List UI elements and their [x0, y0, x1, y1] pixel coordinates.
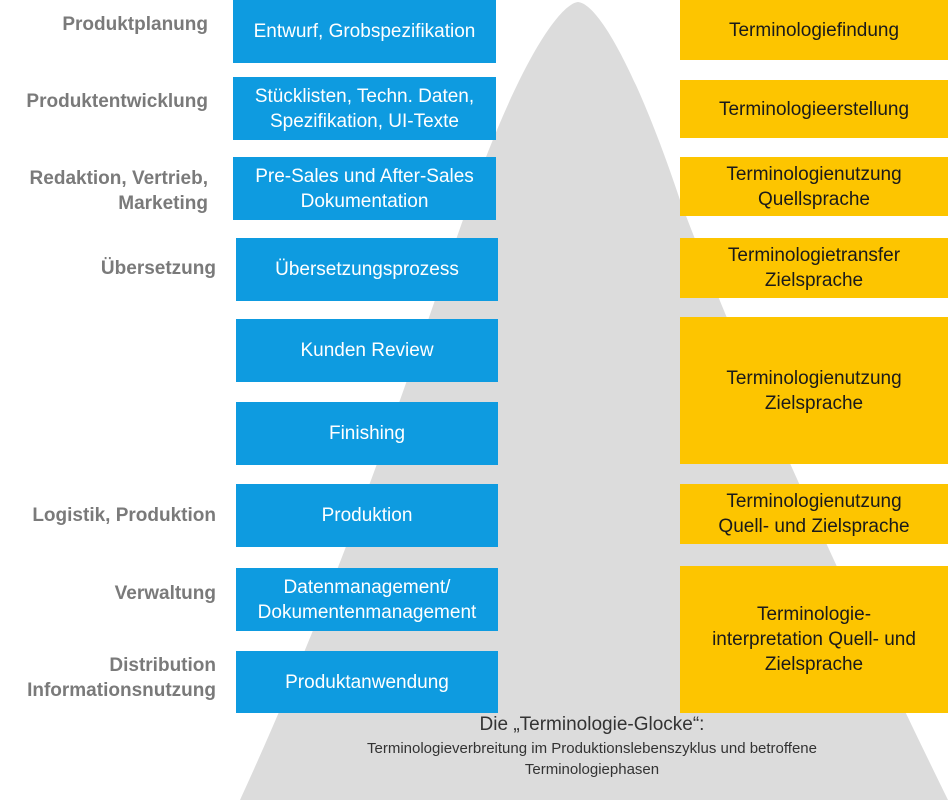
phase-label-redaktion: Redaktion, Vertrieb, Marketing [29, 168, 208, 214]
diagram-caption-subtitle: Terminologieverbreitung im Produktionsle… [367, 740, 817, 778]
process-box-uebersetzungsprozess: Übersetzungsprozess [236, 238, 498, 301]
terminology-box-transfer-zielsprache: Terminologietransfer Zielsprache [680, 238, 948, 298]
process-box-kunden-review: Kunden Review [236, 319, 498, 382]
process-box-finishing: Finishing [236, 402, 498, 465]
terminology-box-nutzung-quell-ziel: Terminologienutzung Quell- und Zielsprac… [680, 484, 948, 544]
process-box-stuecklisten: Stücklisten, Techn. Daten, Spezifikation… [233, 77, 496, 140]
phase-label-produktentwicklung: Produktentwicklung [26, 91, 208, 112]
process-box-produktion: Produktion [236, 484, 498, 547]
process-box-produktanwendung: Produktanwendung [236, 651, 498, 713]
phase-label-produktplanung: Produktplanung [62, 14, 208, 35]
terminology-box-erstellung: Terminologieerstellung [680, 80, 948, 138]
terminology-box-nutzung-zielsprache: Terminologienutzung Zielsprache [680, 317, 948, 464]
phase-label-logistik: Logistik, Produktion [32, 505, 216, 526]
phase-label-distribution: Distribution Informationsnutzung [27, 655, 216, 701]
process-box-entwurf: Entwurf, Grobspezifikation [233, 0, 496, 63]
process-box-datenmanagement: Datenmanagement/ Dokumentenmanagement [236, 568, 498, 631]
phase-label-uebersetzung: Übersetzung [100, 258, 216, 279]
process-box-presales: Pre-Sales und After-Sales Dokumentation [233, 157, 496, 220]
phase-label-verwaltung: Verwaltung [114, 583, 216, 604]
diagram-caption-title: Die „Terminologie-Glocke“: [479, 714, 705, 735]
terminology-box-findung: Terminologiefindung [680, 0, 948, 60]
terminology-box-nutzung-quellsprache: Terminologienutzung Quellsprache [680, 157, 948, 216]
terminology-box-interpretation: Terminologie- interpretation Quell- und … [680, 566, 948, 713]
